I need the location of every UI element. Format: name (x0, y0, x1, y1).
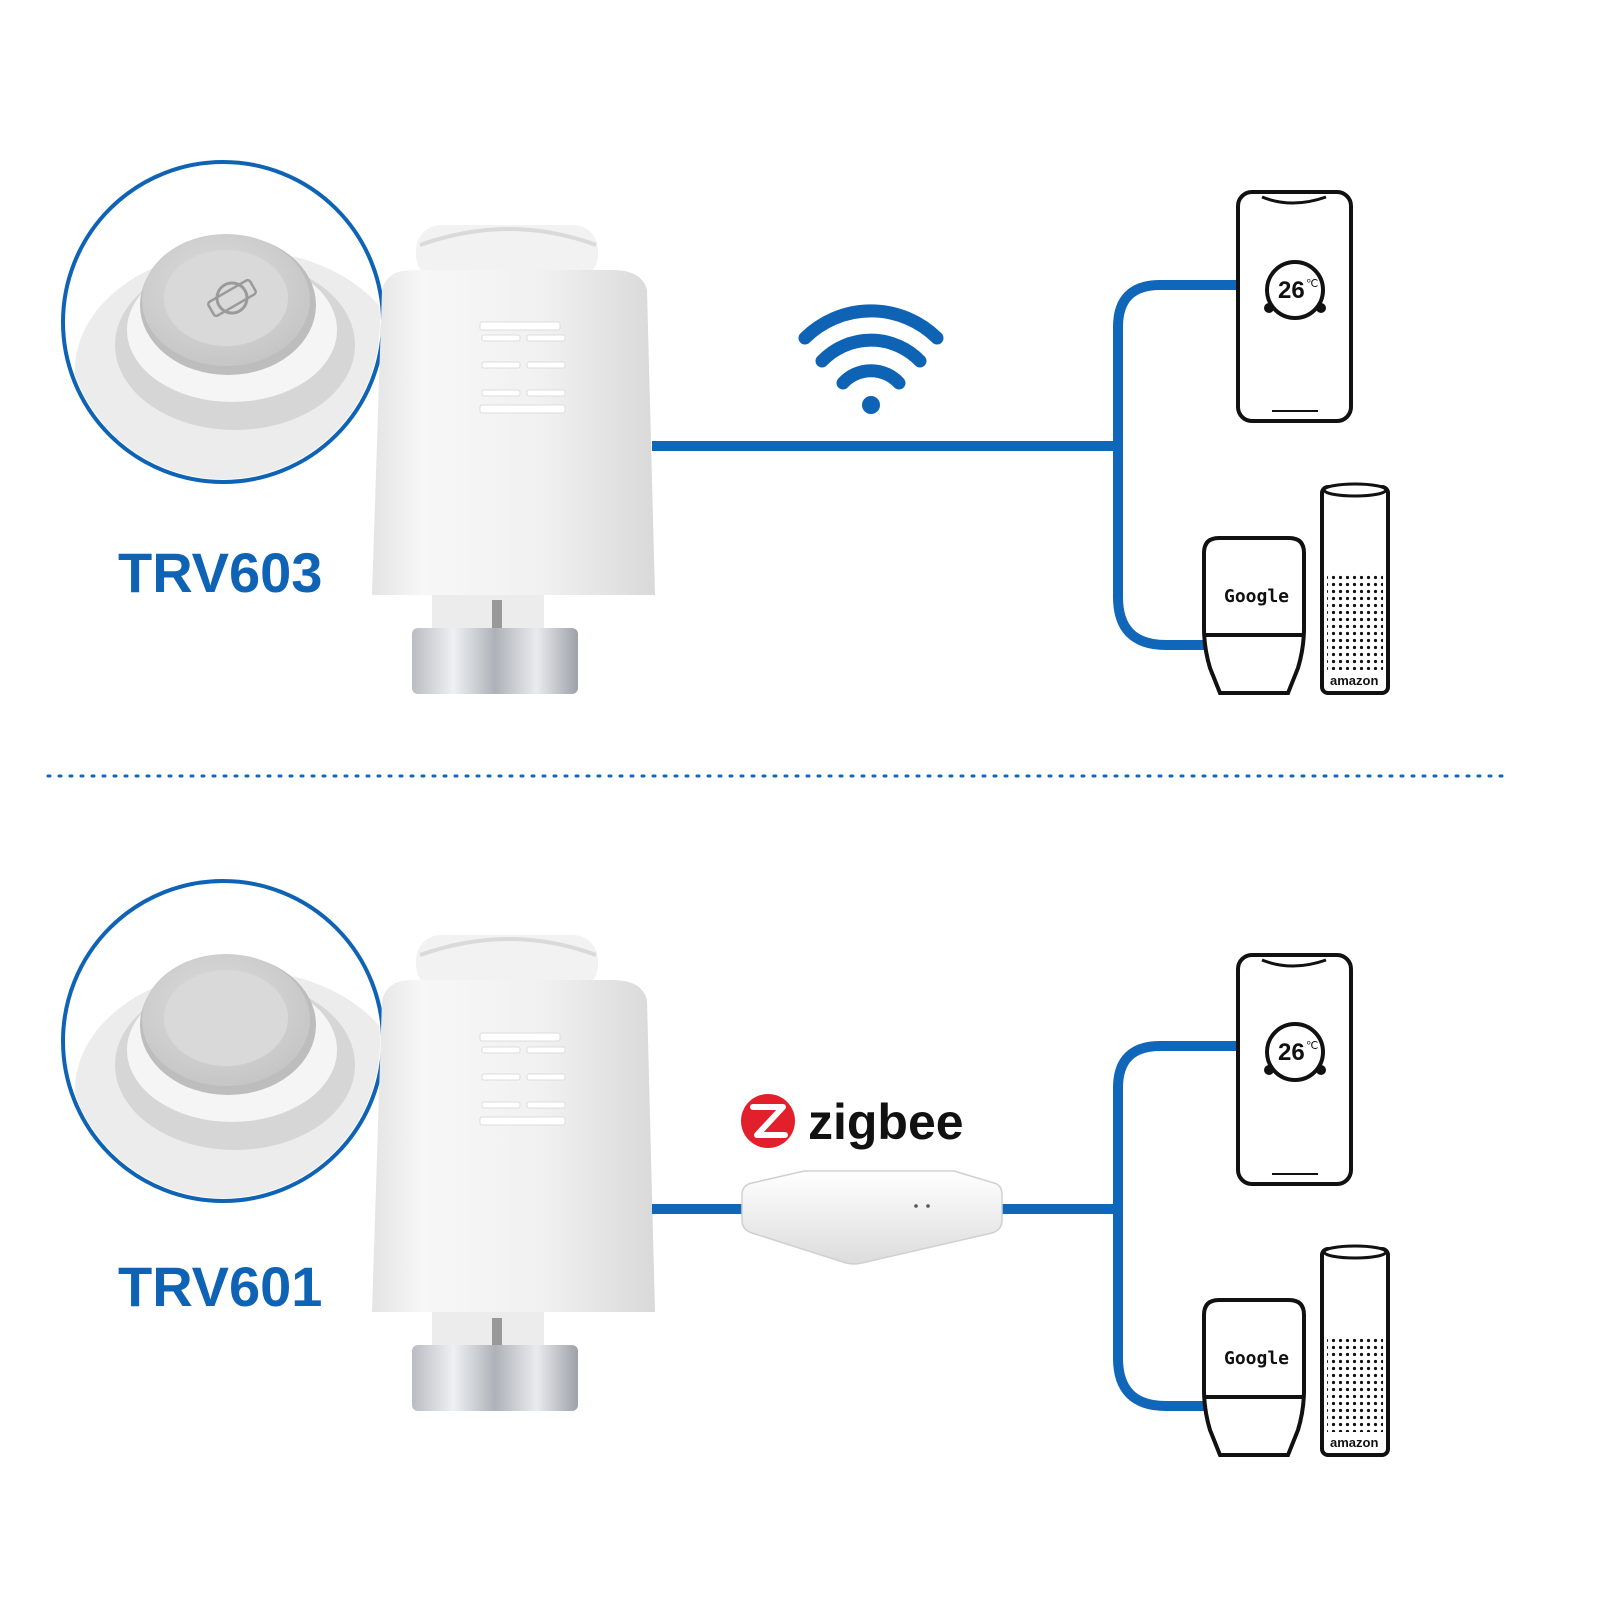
led-display (479, 1032, 566, 1126)
phone-temperature: 26 (1278, 1039, 1305, 1066)
speaker-brand: Google (1224, 586, 1289, 607)
temperature-dial-icon (1265, 260, 1325, 320)
amazon-echo: amazon (1320, 1244, 1390, 1457)
speaker-brand: Google (1224, 1348, 1289, 1369)
zigbee-hub (741, 1170, 1003, 1265)
knob-closeup (61, 879, 385, 1203)
phone-temperature: 26 (1278, 277, 1305, 304)
thermostat-device (372, 935, 655, 1411)
phone-temperature-unit: ℃ (1306, 278, 1318, 290)
knob-closeup (61, 160, 385, 484)
echo-brand: amazon (1330, 673, 1378, 688)
echo-brand: amazon (1330, 1435, 1378, 1450)
amazon-echo: amazon (1320, 482, 1390, 695)
zigbee-logo-icon (741, 1094, 795, 1148)
section-trv601: TRV601 zigbee 26 ℃ (61, 879, 1390, 1457)
model-label: TRV601 (118, 1255, 322, 1318)
phone-temperature-unit: ℃ (1306, 1040, 1318, 1052)
connection-line (652, 1041, 1240, 1411)
zigbee-label: zigbee (808, 1094, 964, 1150)
connection-line (652, 280, 1240, 650)
thermostat-device (372, 225, 655, 694)
smartphone-app: 26 ℃ (1236, 953, 1353, 1186)
temperature-dial-icon (1265, 1022, 1325, 1082)
smartphone-app: 26 ℃ (1236, 190, 1353, 423)
section-trv603: TRV603 26 ℃ Google (61, 160, 1390, 695)
google-speaker: Google (1202, 1298, 1306, 1457)
wifi-icon (798, 304, 944, 414)
model-label: TRV603 (118, 541, 322, 604)
google-speaker: Google (1202, 536, 1306, 695)
wifi-badge-icon (207, 278, 257, 318)
led-display (479, 321, 566, 414)
